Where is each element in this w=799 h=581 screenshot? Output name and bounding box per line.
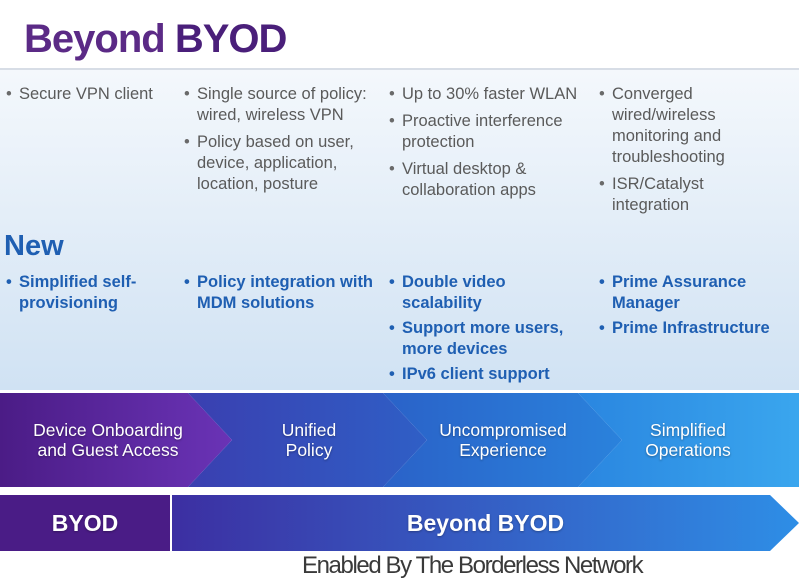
column-3-existing: Up to 30% faster WLAN Proactive interfer… bbox=[387, 84, 587, 207]
new-bullet-item: Support more users, more devices bbox=[387, 318, 587, 360]
new-bullet-item: Double video scalability bbox=[387, 272, 587, 314]
column-1-bullets: Secure VPN client bbox=[4, 84, 174, 105]
column-1-new-bullets: Simplified self-provisioning bbox=[4, 272, 174, 314]
column-2-bullets: Single source of policy: wired, wireless… bbox=[182, 84, 387, 195]
column-1-existing: Secure VPN client bbox=[4, 84, 174, 111]
column-1-new: Simplified self-provisioning bbox=[4, 272, 174, 318]
bullet-item: Converged wired/wireless monitoring and … bbox=[597, 84, 777, 168]
column-4-bullets: Converged wired/wireless monitoring and … bbox=[597, 84, 777, 216]
byod-label: BYOD bbox=[51, 509, 119, 536]
bullet-item: Secure VPN client bbox=[4, 84, 174, 105]
bullet-item: ISR/Catalyst integration bbox=[597, 174, 777, 216]
new-bullet-item: Prime Assurance Manager bbox=[597, 272, 777, 314]
chevron-1 bbox=[0, 393, 232, 487]
bullet-item: Up to 30% faster WLAN bbox=[387, 84, 587, 105]
new-bullet-item: IPv6 client support bbox=[387, 364, 587, 385]
byod-bar bbox=[0, 495, 799, 551]
process-chevrons bbox=[0, 393, 799, 487]
chevron-2 bbox=[188, 393, 427, 487]
chevron-4-label: Simplified Operations bbox=[645, 420, 731, 460]
bullet-item: Proactive interference protection bbox=[387, 111, 587, 153]
beyond-byod-label: Beyond BYOD bbox=[406, 509, 565, 536]
new-bullet-item: Policy integration with MDM solutions bbox=[182, 272, 382, 314]
slide-title-part2: BYOD bbox=[174, 17, 288, 61]
bullet-item: Virtual desktop & collaboration apps bbox=[387, 159, 587, 201]
chevron-4 bbox=[578, 393, 799, 487]
column-2-existing: Single source of policy: wired, wireless… bbox=[182, 84, 387, 201]
column-3-new: Double video scalability Support more us… bbox=[387, 272, 587, 389]
column-2-new-bullets: Policy integration with MDM solutions bbox=[182, 272, 382, 314]
title-divider bbox=[0, 68, 799, 70]
bullet-item: Policy based on user, device, applicatio… bbox=[182, 132, 387, 195]
column-4-new-bullets: Prime Assurance Manager Prime Infrastruc… bbox=[597, 272, 777, 339]
slide-title-part1: Beyond bbox=[24, 17, 166, 61]
chevron-3 bbox=[383, 393, 622, 487]
bullet-item: Single source of policy: wired, wireless… bbox=[182, 84, 387, 126]
column-4-existing: Converged wired/wireless monitoring and … bbox=[597, 84, 777, 222]
column-3-new-bullets: Double video scalability Support more us… bbox=[387, 272, 587, 385]
chevron-1-label: Device Onboarding and Guest Access bbox=[33, 420, 183, 460]
slide-title: Beyond BYOD bbox=[24, 14, 288, 64]
column-3-bullets: Up to 30% faster WLAN Proactive interfer… bbox=[387, 84, 587, 201]
new-bullet-item: Prime Infrastructure bbox=[597, 318, 777, 339]
column-4-new: Prime Assurance Manager Prime Infrastruc… bbox=[597, 272, 777, 343]
tagline: Enabled By The Borderless Network bbox=[302, 552, 644, 579]
chevron-2-label: Unified Policy bbox=[281, 420, 337, 460]
column-2-new: Policy integration with MDM solutions bbox=[182, 272, 382, 318]
byod-bar-left-segment bbox=[0, 495, 170, 551]
new-heading: New bbox=[4, 230, 64, 262]
chevron-3-label: Uncompromised Experience bbox=[439, 420, 567, 460]
byod-bar-right-segment bbox=[172, 495, 799, 551]
new-bullet-item: Simplified self-provisioning bbox=[4, 272, 174, 314]
